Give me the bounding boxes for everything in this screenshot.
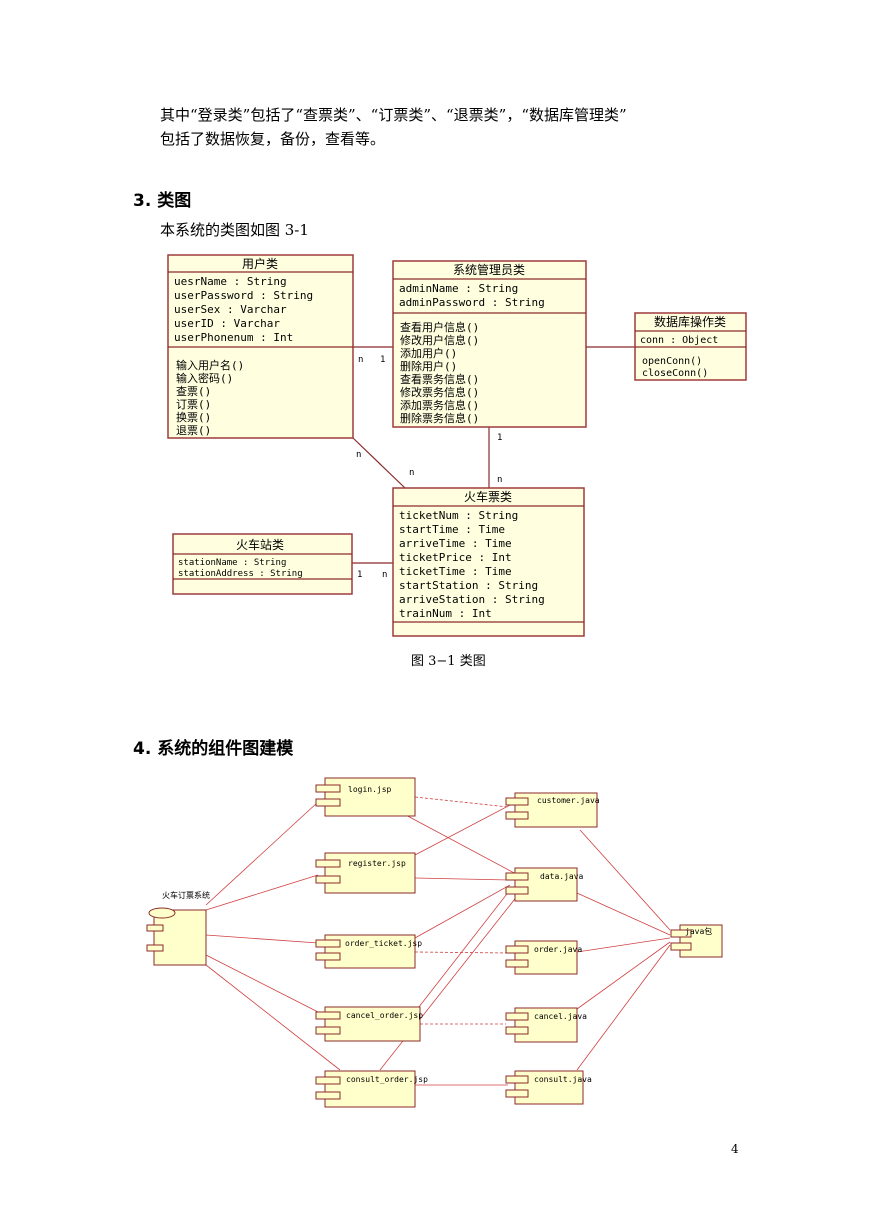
user-attr-2: userPassword : String	[174, 289, 313, 302]
db-class-box: 数据库操作类 conn : Object openConn() closeCon…	[634, 312, 747, 381]
admin-attr-2: adminPassword : String	[399, 296, 545, 309]
java-label-consult: consult.java	[534, 1075, 592, 1084]
ticket-attr-2: startTime : Time	[399, 523, 505, 536]
station-attr-2: stationAddress : String	[178, 569, 303, 579]
jsp-label-login: login.jsp	[348, 785, 392, 794]
admin-attr-1: adminName : String	[399, 282, 518, 295]
db-method-2: closeConn()	[642, 368, 708, 379]
admin-method-8: 删除票务信息()	[400, 411, 479, 425]
page-number: 4	[731, 1142, 739, 1156]
java-label-order: order.java	[534, 945, 582, 954]
jsp-label-register: register.jsp	[348, 859, 406, 868]
user-method-2: 输入密码()	[176, 371, 233, 385]
admin-method-4: 删除用户()	[400, 359, 457, 373]
user-method-4: 订票()	[176, 398, 211, 411]
java-label-customer: customer.java	[537, 796, 600, 805]
user-method-6: 退票()	[176, 424, 211, 437]
mult-user-admin-right: 1	[380, 355, 385, 365]
user-method-1: 输入用户名()	[176, 358, 244, 372]
system-label: 火车订票系统	[162, 890, 210, 900]
java-component-customer: customer.java	[505, 792, 600, 828]
user-attr-1: uesrName : String	[174, 275, 287, 288]
figure-3-1-caption: 图 3−1 类图	[411, 654, 486, 669]
mult-user-ticket-bottom: n	[409, 468, 414, 478]
component-diagram: 火车订票系统 login.jsp register.jsp order_tick…	[146, 777, 723, 1108]
user-class-box: 用户类 uesrName : String userPassword : Str…	[167, 254, 354, 439]
user-method-3: 查票()	[176, 384, 211, 398]
jsp-label-order-ticket: order_ticket.jsp	[345, 939, 422, 948]
mult-station-ticket-right: n	[382, 570, 387, 580]
java-component-cancel: cancel.java	[505, 1007, 587, 1043]
section-3-text: 本系统的类图如图 3-1	[160, 221, 309, 239]
admin-method-5: 查看票务信息()	[400, 372, 479, 386]
system-component: 火车订票系统	[146, 890, 210, 966]
admin-class-box: 系统管理员类 adminName : String adminPassword …	[392, 260, 587, 428]
jsp-component-consult-order: consult_order.jsp	[315, 1070, 428, 1108]
user-class-name: 用户类	[242, 256, 278, 271]
section-4-heading: 4. 系统的组件图建模	[133, 739, 294, 759]
station-class-box: 火车站类 stationName : String stationAddress…	[172, 533, 353, 595]
admin-method-7: 添加票务信息()	[400, 398, 479, 412]
class-diagram: n 1 n n 1 n 1 n 用户类 uesrName : String us…	[167, 254, 747, 637]
section-3-heading: 3. 类图	[133, 191, 192, 211]
user-ticket-association	[352, 437, 406, 489]
user-attr-3: userSex : Varchar	[174, 303, 287, 316]
java-component-consult: consult.java	[505, 1070, 592, 1105]
ticket-attr-6: startStation : String	[399, 579, 538, 592]
java-package-label: java包	[685, 926, 712, 936]
user-attr-4: userID : Varchar	[174, 317, 280, 330]
mult-user-admin-left: n	[358, 355, 363, 365]
mult-station-ticket-left: 1	[357, 570, 362, 580]
ticket-attr-8: trainNum : Int	[399, 607, 492, 620]
admin-class-name: 系统管理员类	[453, 262, 525, 277]
java-label-data: data.java	[540, 872, 584, 881]
ticket-class-name: 火车票类	[464, 489, 512, 504]
java-label-cancel: cancel.java	[534, 1012, 587, 1021]
jsp-label-cancel-order: cancel_order.jsp	[346, 1011, 423, 1020]
java-component-data: data.java	[505, 867, 584, 902]
intro-line-2: 包括了数据恢复，备份，查看等。	[160, 130, 386, 148]
admin-method-2: 修改用户信息()	[400, 333, 479, 347]
ticket-attr-1: ticketNum : String	[399, 509, 518, 522]
java-package-component: java包	[670, 924, 723, 958]
java-component-order: order.java	[505, 940, 582, 975]
db-method-1: openConn()	[642, 356, 702, 367]
admin-method-1: 查看用户信息()	[400, 320, 479, 334]
ticket-attr-7: arriveStation : String	[399, 593, 545, 606]
mult-admin-ticket-top: 1	[497, 433, 502, 443]
intro-line-1: 其中“登录类”包括了“查票类”、“订票类”、“退票类”，“数据库管理类”	[160, 106, 627, 124]
ticket-attr-4: ticketPrice : Int	[399, 551, 512, 564]
jsp-component-login: login.jsp	[315, 777, 416, 817]
jsp-component-order-ticket: order_ticket.jsp	[315, 934, 422, 969]
jsp-component-cancel-order: cancel_order.jsp	[315, 1006, 423, 1042]
station-attr-1: stationName : String	[178, 558, 286, 568]
ticket-class-box: 火车票类 ticketNum : String startTime : Time…	[392, 487, 585, 637]
mult-user-ticket-top: n	[356, 450, 361, 460]
admin-method-6: 修改票务信息()	[400, 385, 479, 399]
user-method-5: 换票()	[176, 410, 211, 424]
mult-admin-ticket-bottom: n	[497, 475, 502, 485]
db-attr-1: conn : Object	[640, 335, 718, 346]
db-class-name: 数据库操作类	[654, 314, 726, 329]
admin-method-3: 添加用户()	[400, 346, 457, 360]
jsp-component-register: register.jsp	[315, 852, 416, 894]
jsp-label-consult-order: consult_order.jsp	[346, 1075, 428, 1084]
ticket-attr-3: arriveTime : Time	[399, 537, 512, 550]
user-attr-5: userPhonenum : Int	[174, 331, 293, 344]
ticket-attr-5: ticketTime : Time	[399, 565, 512, 578]
station-class-name: 火车站类	[236, 537, 284, 552]
